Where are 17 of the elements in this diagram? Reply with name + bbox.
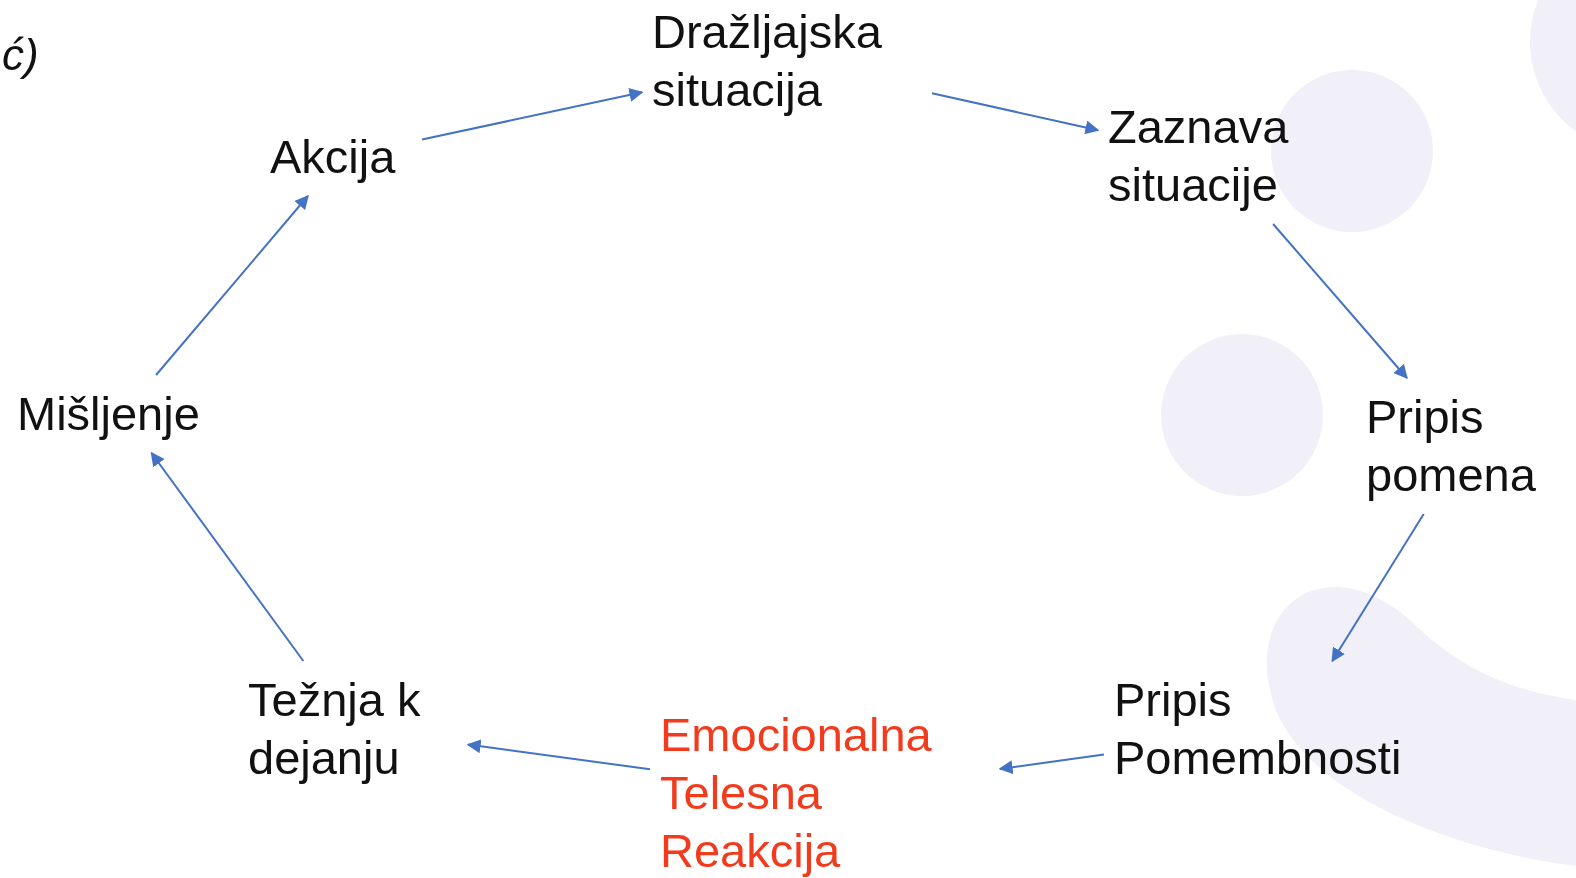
arrow (1331, 513, 1425, 663)
node-label: Dražljajska situacija (652, 4, 883, 118)
arrow (466, 739, 651, 771)
node-label: Pripis pomena (1366, 389, 1537, 503)
arrow (150, 451, 305, 662)
arrow (155, 194, 309, 376)
arrow (998, 753, 1105, 775)
node-label: Mišljenje (17, 386, 201, 442)
node-label: Akcija (270, 129, 397, 185)
node-label: Težnja k dejanju (248, 672, 422, 786)
cropped-text: ć) (2, 30, 39, 80)
arrow (1272, 223, 1408, 380)
arrow (421, 88, 644, 141)
arrow (931, 92, 1100, 135)
node-label: Emocionalna Telesna Reakcija (660, 707, 933, 878)
node-label: Zaznava situacije (1108, 99, 1290, 213)
node-label: Pripis Pomembnosti (1114, 672, 1403, 786)
